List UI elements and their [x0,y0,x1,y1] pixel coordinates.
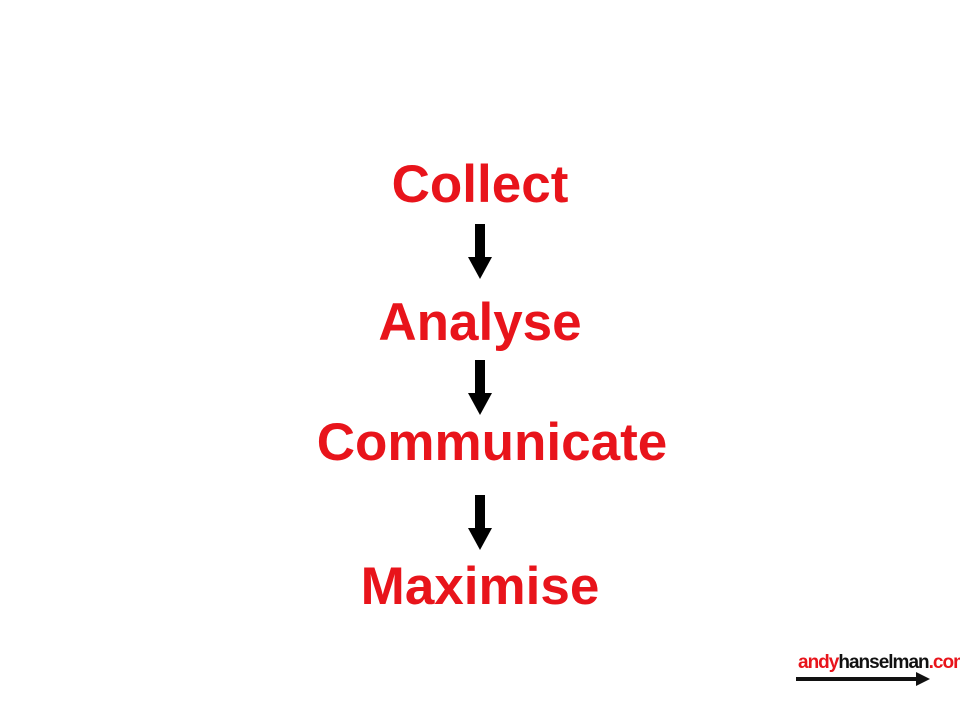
logo-part-domain: .com [928,652,960,673]
step-maximise: Maximise [360,557,600,616]
brand-logo: andyhanselman.com [796,652,960,688]
arrow-down-icon [468,495,492,550]
logo-part-hanselman: hanselman [838,652,929,673]
logo-wordmark: andyhanselman.com [798,652,960,674]
arrow-down-icon [468,224,492,279]
logo-part-andy: andy [798,652,839,673]
step-analyse: Analyse [378,293,582,352]
logo-underline-arrow-icon [796,672,930,686]
step-collect: Collect [391,155,569,214]
arrow-down-icon [468,360,492,415]
step-communicate: Communicate [316,413,668,472]
